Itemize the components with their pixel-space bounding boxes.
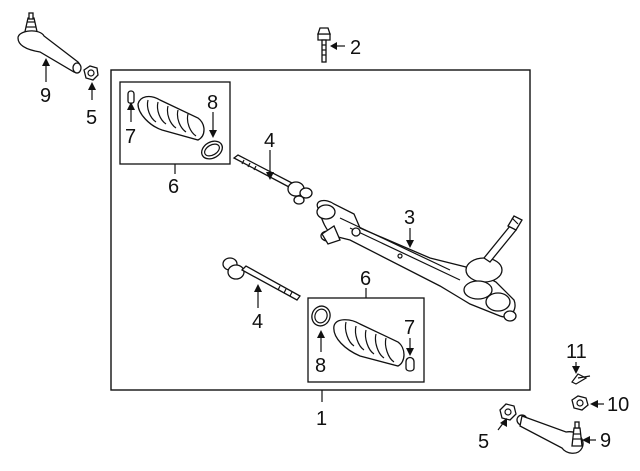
callout-6-lower: 6 xyxy=(360,268,371,290)
callout-11: 11 xyxy=(566,341,587,363)
callout-1: 1 xyxy=(316,408,327,430)
callout-2: 2 xyxy=(350,37,361,59)
clamp-upper xyxy=(127,90,135,104)
cotter-pin xyxy=(571,373,591,385)
callout-8-lower: 8 xyxy=(315,355,326,377)
clamp-lower xyxy=(405,356,415,372)
callout-3: 3 xyxy=(404,207,415,229)
nut-left xyxy=(83,65,99,81)
callout-9-left: 9 xyxy=(40,85,51,107)
callout-9-right: 9 xyxy=(600,430,611,452)
ring-lower xyxy=(311,305,331,327)
boot-lower xyxy=(333,319,405,367)
callout-7-upper: 7 xyxy=(125,126,136,148)
steering-gear xyxy=(316,199,523,322)
callout-6-upper: 6 xyxy=(168,176,179,198)
callout-4-upper: 4 xyxy=(264,130,275,152)
outer-tie-rod-end-left xyxy=(17,12,82,74)
inner-tie-rod-upper xyxy=(232,154,313,205)
inner-tie-rod-lower xyxy=(222,257,301,301)
castle-nut xyxy=(571,395,589,411)
leader-lines xyxy=(42,42,604,444)
callout-5-left: 5 xyxy=(86,107,97,129)
callout-4-lower: 4 xyxy=(252,311,263,333)
outer-tie-rod-end-right xyxy=(516,414,584,454)
boot-upper xyxy=(137,95,205,141)
assembly-frame xyxy=(110,69,531,391)
callout-7-lower: 7 xyxy=(404,317,415,339)
callout-5-right: 5 xyxy=(478,431,489,453)
ring-upper xyxy=(201,140,223,160)
callout-8-upper: 8 xyxy=(207,92,218,114)
bolt xyxy=(317,27,331,63)
callout-10: 10 xyxy=(607,394,629,416)
nut-right xyxy=(499,403,517,421)
